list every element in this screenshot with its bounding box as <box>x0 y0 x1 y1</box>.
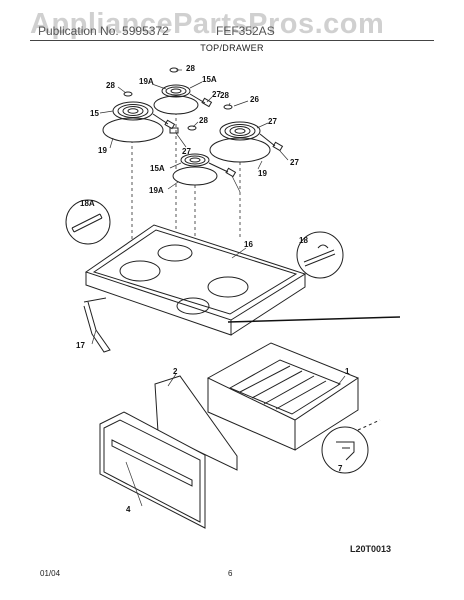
callout-28: 28 <box>106 81 115 90</box>
callout-7: 7 <box>338 464 343 473</box>
section-title: TOP/DRAWER <box>200 43 264 53</box>
callout-19a: 19A <box>149 186 164 195</box>
callout-15a: 15A <box>202 75 217 84</box>
detail-7 <box>321 426 369 474</box>
trim-cap-28 <box>223 104 233 110</box>
model-number: FEF352AS <box>216 24 275 38</box>
separator-line <box>227 316 401 323</box>
surface-element-15a-front <box>172 153 237 186</box>
callout-15: 15 <box>90 109 99 118</box>
callout-28: 28 <box>199 116 208 125</box>
footer-page-number: 6 <box>228 569 233 578</box>
callout-26: 26 <box>250 95 259 104</box>
callout-17: 17 <box>76 341 85 350</box>
detail-18a <box>65 199 111 245</box>
detail-18 <box>296 231 344 279</box>
surface-element-15a-back <box>153 84 213 115</box>
callout-27: 27 <box>212 90 221 99</box>
trim-cap-28 <box>123 91 133 97</box>
callout-27: 27 <box>290 158 299 167</box>
leader-lines <box>91 69 346 507</box>
bracket-17 <box>83 297 111 353</box>
cooktop-16 <box>84 224 307 336</box>
receptacle-27 <box>169 127 179 134</box>
callout-18: 18 <box>299 236 308 245</box>
callout-28: 28 <box>220 91 229 100</box>
callout-28: 28 <box>186 64 195 73</box>
callout-19: 19 <box>258 169 267 178</box>
callout-16: 16 <box>244 240 253 249</box>
trim-cap-28 <box>187 125 197 131</box>
publication-number: Publication No. 5995372 <box>38 24 169 38</box>
callout-19a: 19A <box>139 77 154 86</box>
callout-27: 27 <box>268 117 277 126</box>
drawer-body-1 <box>206 342 360 451</box>
callout-2: 2 <box>173 367 178 376</box>
watermark: AppliancePartsPros.com <box>30 8 385 40</box>
surface-element-15-right <box>209 121 284 163</box>
footer-date: 01/04 <box>40 569 61 578</box>
callout-27: 27 <box>182 147 191 156</box>
callout-labels: 28 19A 15A 28 15 27 28 26 28 19 27 15A 1… <box>76 64 350 514</box>
drawer-liner-2 <box>154 375 238 471</box>
callout-19: 19 <box>98 146 107 155</box>
callout-18a: 18A <box>80 199 95 208</box>
callout-1: 1 <box>345 367 350 376</box>
callout-15a: 15A <box>150 164 165 173</box>
callout-4: 4 <box>126 505 131 514</box>
header-rule <box>30 40 434 41</box>
diagram-code: L20T0013 <box>350 544 392 554</box>
drawer-front-4 <box>99 411 206 529</box>
